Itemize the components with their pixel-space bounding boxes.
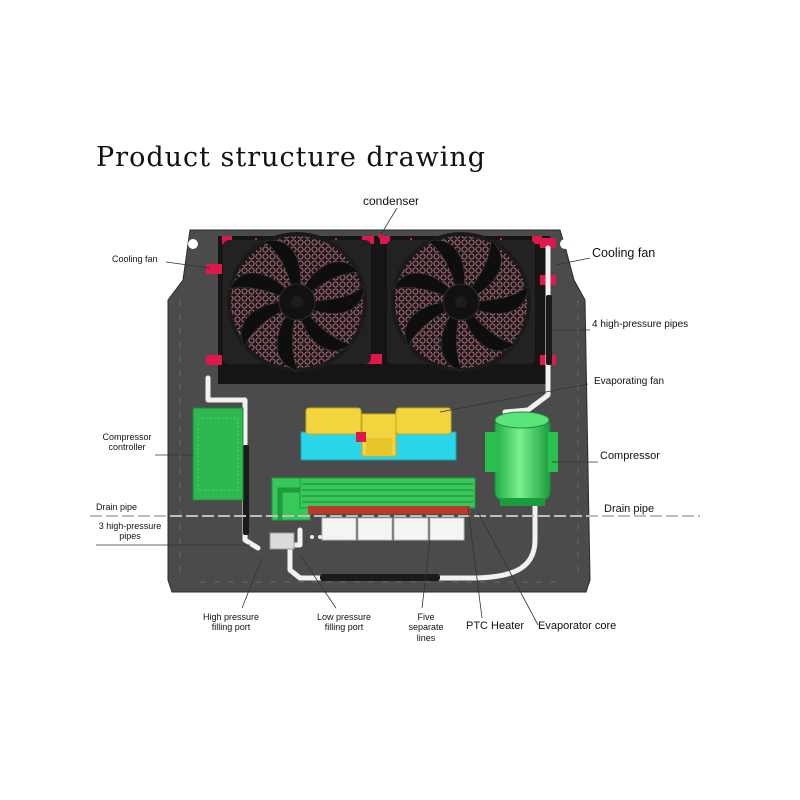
label-drain-pipe-right: Drain pipe — [604, 503, 655, 515]
label-3-high-pressure-pipes: 3 high-pressure pipes — [98, 521, 162, 542]
compressor-controller-board — [192, 407, 244, 501]
leader-lines — [96, 207, 598, 626]
fan-icon — [387, 232, 535, 372]
filling-valve — [269, 532, 295, 550]
mount-hole — [188, 239, 198, 249]
evaporator-core-unit — [271, 477, 476, 521]
label-evaporating-fan: Evaporating fan — [594, 376, 665, 387]
fan-icon — [223, 232, 371, 372]
ptc-heater — [321, 517, 465, 541]
label-condenser: condenser — [363, 194, 420, 208]
label-drain-pipe-left: Drain pipe — [96, 502, 138, 512]
label-cooling-fan-right: Cooling fan — [592, 246, 656, 260]
five-separate-lines — [310, 535, 346, 539]
page-title: Product structure drawing — [96, 142, 487, 173]
label-ptc-heater: PTC Heater — [466, 620, 525, 632]
label-4-high-pressure-pipes: 4 high-pressure pipes — [592, 319, 689, 330]
label-evaporator-core: Evaporator core — [538, 620, 617, 632]
label-high-pressure-filling-port: High pressure filling port — [202, 612, 260, 633]
panel-seams — [179, 300, 579, 583]
label-cooling-fan-left: Cooling fan — [112, 254, 158, 264]
label-low-pressure-filling-port: Low pressure filling port — [316, 612, 372, 633]
pipe-wraps — [243, 295, 552, 581]
compressor-unit — [485, 411, 558, 506]
label-compressor: Compressor — [600, 450, 660, 462]
label-compressor-controller: Compressor controller — [102, 432, 152, 453]
label-five-separate-lines: Five separate lines — [408, 612, 444, 643]
evaporating-fan-unit — [300, 407, 457, 461]
mount-hole — [560, 239, 570, 249]
